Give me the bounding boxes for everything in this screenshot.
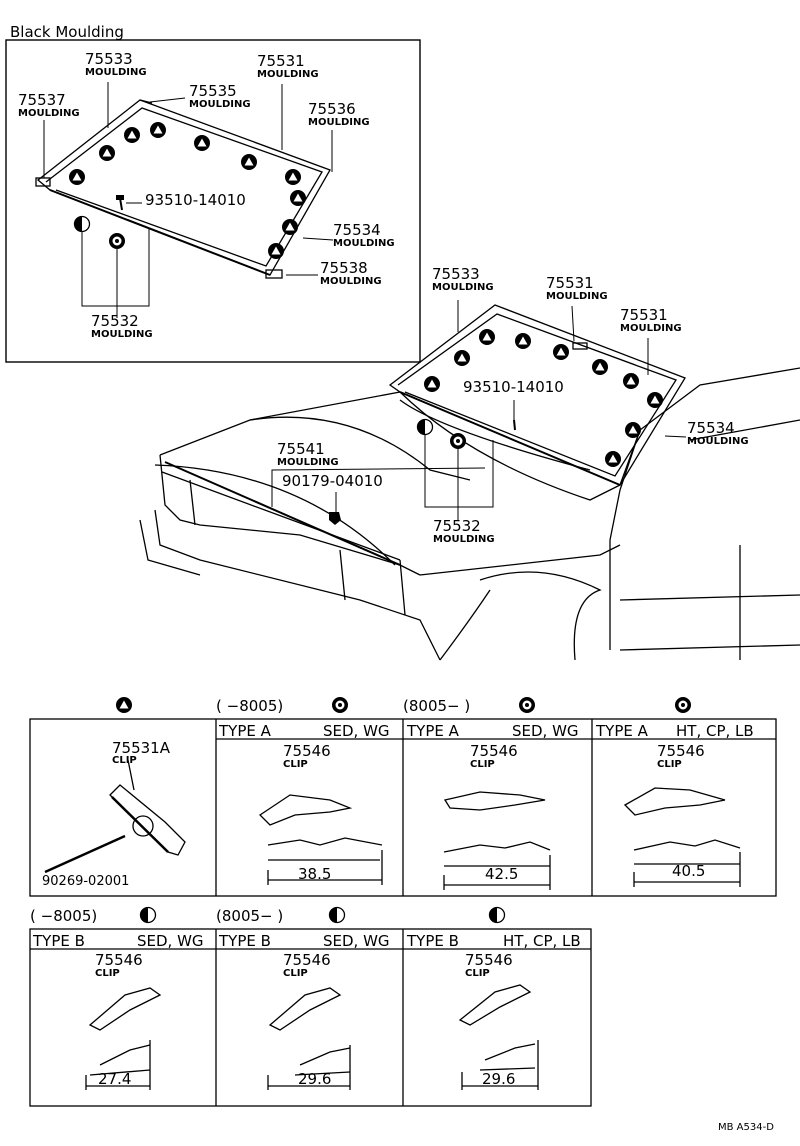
row1-cell1-models: SED, WG	[323, 722, 390, 740]
row1-cell1-name: CLIP	[283, 759, 308, 770]
row2-cell1-type: TYPE B	[33, 932, 85, 950]
row1-cell2-dim: 42.5	[485, 865, 519, 883]
row2-cell3-name: CLIP	[465, 968, 490, 979]
row1-cell2-part: 75546	[470, 742, 518, 760]
callout-name: MOULDING	[333, 238, 395, 249]
callout-part-75532-inset: 75532	[91, 312, 139, 330]
diagram-title: Black Moulding	[10, 23, 124, 41]
row1-cell3-type: TYPE A	[596, 722, 648, 740]
callout-name: MOULDING	[687, 436, 749, 447]
row1-cell2-models: SED, WG	[512, 722, 579, 740]
row2-cell3-models: HT, CP, LB	[503, 932, 581, 950]
callout-part-75531-inset: 75531	[257, 52, 305, 70]
row2-cell3-dim: 29.6	[482, 1070, 516, 1088]
row2-cell2-models: SED, WG	[323, 932, 390, 950]
callout-name: MOULDING	[257, 69, 319, 80]
inset-frame	[5, 39, 421, 363]
row2-cell3-part: 75546	[465, 951, 513, 969]
main-leaders	[271, 300, 687, 520]
callout-part-75533-main: 75533	[432, 265, 480, 283]
callout-part-75532-main: 75532	[433, 517, 481, 535]
row2-cell2-type: TYPE B	[219, 932, 271, 950]
main-screw	[513, 419, 516, 431]
row1-cell3-models: HT, CP, LB	[676, 722, 754, 740]
row2-clip-drawings	[85, 984, 539, 1090]
row1-cell2-type: TYPE A	[407, 722, 459, 740]
callout-part-75534-main: 75534	[687, 419, 735, 437]
main-nut	[329, 512, 341, 525]
callout-name: MOULDING	[546, 291, 608, 302]
callout-name: MOULDING	[277, 457, 339, 468]
callout-name: MOULDING	[433, 534, 495, 545]
callout-name: MOULDING	[620, 323, 682, 334]
row1-cell3-part: 75546	[657, 742, 705, 760]
callout-name: MOULDING	[18, 108, 80, 119]
inset-screw	[116, 195, 124, 211]
row2-cell2-part: 75546	[283, 951, 331, 969]
callout-part-75537-inset: 75537	[18, 91, 66, 109]
row1-date-header-2: (8005− )	[403, 697, 471, 715]
row1-cell3-dim: 40.5	[672, 862, 706, 880]
row1-cell1-part: 75546	[283, 742, 331, 760]
callout-part-93510-inset: 93510-14010	[145, 191, 246, 209]
callout-name: MOULDING	[320, 276, 382, 287]
row2-cell3-type: TYPE B	[407, 932, 459, 950]
clip-75531a-screw: 90269-02001	[42, 874, 130, 889]
callout-part-90179-main: 90179-04010	[282, 472, 383, 490]
callout-name: MOULDING	[91, 329, 153, 340]
row2-cell1-dim: 27.4	[98, 1070, 132, 1088]
footer-code: MB A534-D	[718, 1122, 774, 1133]
row1-date-header-1: ( −8005)	[216, 697, 284, 715]
row2-grid	[29, 928, 592, 1107]
callout-name: MOULDING	[308, 117, 370, 128]
main-windshield	[164, 304, 686, 566]
row1-cell2-name: CLIP	[470, 759, 495, 770]
callout-part-93510-main: 93510-14010	[463, 378, 564, 396]
inset-leaders	[43, 82, 334, 318]
clip-75531a-drawing	[44, 759, 186, 874]
row1-cell3-name: CLIP	[657, 759, 682, 770]
callout-part-75533-inset: 75533	[85, 50, 133, 68]
row1-cell1-type: TYPE A	[219, 722, 271, 740]
row2-cell2-name: CLIP	[283, 968, 308, 979]
row2-cell1-models: SED, WG	[137, 932, 204, 950]
callout-name: MOULDING	[432, 282, 494, 293]
row2-cell1-name: CLIP	[95, 968, 120, 979]
car-body	[139, 367, 800, 661]
row2-date-header-2: (8005− )	[216, 907, 284, 925]
callout-part-75535-inset: 75535	[189, 82, 237, 100]
row2-header-markers	[139, 906, 506, 924]
callout-name: MOULDING	[189, 99, 251, 110]
row1-clip-drawings	[258, 787, 741, 890]
callout-part-75531-main-top: 75531	[546, 274, 594, 292]
clip-75531a-name: CLIP	[112, 755, 137, 766]
callout-part-75536-inset: 75536	[308, 100, 356, 118]
callout-name: MOULDING	[85, 67, 147, 78]
row2-cell2-dim: 29.6	[298, 1070, 332, 1088]
callout-part-75538-inset: 75538	[320, 259, 368, 277]
callout-part-75541-main: 75541	[277, 440, 325, 458]
row1-cell1-dim: 38.5	[298, 865, 332, 883]
row2-date-header-1: ( −8005)	[30, 907, 98, 925]
row1-grid	[29, 718, 777, 897]
row2-cell1-part: 75546	[95, 951, 143, 969]
callout-part-75534-inset: 75534	[333, 221, 381, 239]
clip-75531a-part: 75531A	[112, 739, 170, 757]
inset-windshield	[35, 99, 331, 279]
callout-part-75531-main-side: 75531	[620, 306, 668, 324]
